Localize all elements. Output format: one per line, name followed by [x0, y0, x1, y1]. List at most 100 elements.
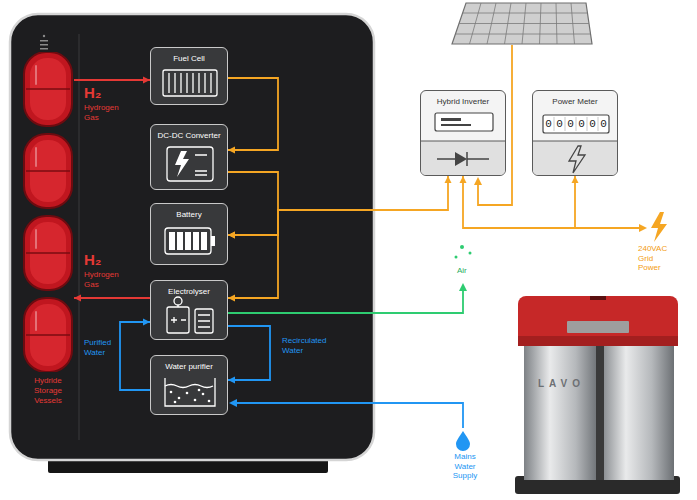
connector — [228, 172, 278, 239]
hydride-vessel — [26, 88, 70, 90]
product-photo — [518, 336, 678, 346]
connector — [120, 319, 150, 391]
battery-icon — [165, 228, 211, 254]
hydride-vessel — [26, 170, 70, 172]
connector — [460, 176, 579, 228]
inverter-icon — [441, 124, 471, 126]
inverter-icon — [421, 140, 506, 141]
inverter-icon — [441, 118, 461, 121]
electrolyser-icon — [171, 317, 186, 323]
solar-panel — [452, 3, 592, 44]
electrolyser-icon — [174, 297, 182, 305]
connector — [228, 235, 278, 302]
water-wire — [229, 399, 237, 407]
power-wire — [474, 177, 482, 185]
node-label: Electrolyser — [151, 287, 227, 297]
annotation: Mains Water Supply — [447, 452, 483, 481]
arrowhead — [74, 295, 81, 302]
water-wire — [236, 403, 463, 428]
hydride-vessel — [26, 252, 70, 254]
inverter-icon — [421, 141, 506, 176]
annotation: Hydrogen Gas — [84, 270, 124, 289]
connector-line — [120, 322, 150, 390]
battery-icon — [177, 232, 183, 250]
node-label: Fuel Cell — [151, 54, 227, 64]
meter-reading: 000000 — [543, 117, 611, 131]
fuel-cell-icon — [168, 73, 169, 93]
fuel-cell-icon — [204, 73, 205, 93]
connector — [74, 295, 150, 302]
node-label: Hydride Storage Vessels — [22, 376, 74, 406]
unit-housing — [79, 34, 80, 440]
meter-icon — [533, 141, 618, 176]
arrowhead — [143, 319, 150, 326]
purifier-icon — [165, 378, 215, 406]
battery-icon — [193, 232, 199, 250]
purifier-icon — [194, 399, 197, 402]
connector — [228, 176, 452, 239]
connector-line — [228, 235, 278, 298]
arrowhead — [460, 176, 467, 183]
product-photo — [567, 321, 629, 333]
electrolyser-icon — [195, 309, 213, 333]
connector-line — [74, 79, 150, 81]
power-wire — [575, 227, 640, 229]
hydride-vessel — [24, 216, 72, 290]
purifier-icon — [174, 401, 177, 404]
node-label: Hybrid Inverter — [421, 97, 505, 107]
process-box: Fuel Cell — [150, 47, 228, 105]
connector-line — [228, 172, 278, 235]
converter-icon — [167, 147, 213, 181]
product-photo — [515, 296, 680, 494]
hydride-vessel — [24, 52, 72, 126]
purifier-icon — [186, 392, 189, 395]
air-wire — [460, 245, 464, 249]
node-label: Water purifier — [151, 362, 227, 372]
converter-icon — [195, 154, 207, 155]
connector — [228, 78, 278, 154]
air-wire — [455, 256, 458, 259]
arrowhead — [572, 176, 579, 183]
fuel-cell-icon — [180, 73, 181, 93]
connector-line — [228, 176, 448, 235]
product-photo — [590, 296, 606, 300]
hydride-vessel — [26, 334, 70, 336]
converter-icon — [195, 174, 207, 175]
unit-housing — [43, 35, 45, 37]
fuel-cell-icon — [210, 73, 211, 93]
battery-icon — [185, 232, 191, 250]
battery-icon — [201, 232, 207, 250]
hydride-vessel — [35, 148, 37, 166]
solar-panel — [452, 3, 592, 44]
node-label: Power Meter — [533, 97, 617, 107]
meter-icon — [533, 140, 618, 141]
purifier-icon — [202, 393, 205, 396]
connector — [228, 326, 270, 384]
solar-panel — [456, 34, 591, 35]
power-wire — [639, 224, 647, 232]
air-wire — [469, 252, 472, 255]
annotation: Air — [457, 266, 467, 276]
edge-label: H₂ — [84, 251, 102, 269]
annotation: LAVO — [538, 378, 585, 390]
meter-icon — [569, 146, 585, 173]
battery-icon — [211, 236, 215, 246]
fuel-cell-icon — [198, 73, 199, 93]
hydride-vessel — [24, 134, 72, 208]
electrolyser-icon — [167, 307, 189, 333]
inverter-icon — [455, 152, 467, 166]
air-wire — [228, 290, 463, 313]
process-box: Water purifier — [150, 355, 228, 415]
battery-icon — [169, 232, 175, 250]
annotation: 240VAC Grid Power — [638, 244, 674, 273]
process-box: DC-DC Converter — [150, 124, 228, 190]
solar-panel — [463, 13, 588, 14]
connector-line — [228, 78, 278, 150]
fuel-cell-icon — [186, 73, 187, 93]
purifier-icon — [208, 400, 211, 403]
product-photo — [600, 342, 674, 480]
connector-line — [228, 326, 270, 380]
inverter-icon — [437, 152, 489, 166]
edge-label: H₂ — [84, 84, 102, 102]
